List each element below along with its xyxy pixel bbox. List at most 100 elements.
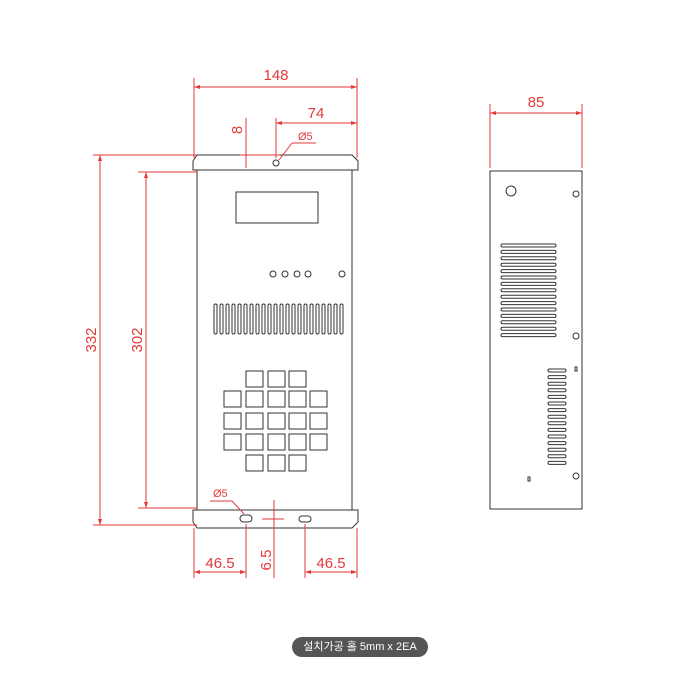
side-dimensions: 85 xyxy=(489,94,583,168)
led-2 xyxy=(281,270,289,278)
side-vent-slot xyxy=(500,281,557,286)
side-hole-bottom xyxy=(572,472,580,480)
speaker-slot xyxy=(237,303,242,335)
side-vent-slot xyxy=(547,454,567,459)
side-vent-slot xyxy=(500,301,557,306)
speaker-slot xyxy=(333,303,338,335)
side-vent-slot xyxy=(500,243,557,248)
side-vent-slot xyxy=(500,333,557,338)
side-vent-slot xyxy=(500,313,557,318)
bottom-mount-slot-left xyxy=(239,514,253,523)
dim-hole-bottom: Ø5 xyxy=(213,488,228,500)
side-vent-slot xyxy=(547,381,567,386)
dim-height-total: 332 xyxy=(83,327,100,352)
side-body-outline xyxy=(489,170,583,510)
speaker-slot xyxy=(225,303,230,335)
side-vent-slot xyxy=(547,427,567,432)
side-large-hole xyxy=(505,185,517,197)
led-1 xyxy=(269,270,277,278)
speaker-slot xyxy=(291,303,296,335)
side-vent-slot xyxy=(547,368,567,373)
side-vent-slot xyxy=(500,256,557,261)
caption-badge: 설치가공 홀 5mm x 2EA xyxy=(292,637,428,657)
dim-top-offset: 8 xyxy=(229,126,246,134)
side-vent-slot xyxy=(500,320,557,325)
keypad-key xyxy=(288,412,307,430)
keypad-key xyxy=(288,390,307,408)
speaker-grille xyxy=(213,303,344,335)
dim-bottom-left: 46.5 xyxy=(205,555,234,572)
side-vent-slot xyxy=(547,414,567,419)
side-vent-slot xyxy=(500,262,557,267)
speaker-slot xyxy=(273,303,278,335)
side-vent-slot xyxy=(547,460,567,465)
speaker-slot xyxy=(321,303,326,335)
side-vent-slot xyxy=(547,375,567,380)
speaker-slot xyxy=(297,303,302,335)
keypad-key xyxy=(309,412,328,430)
side-vent-slot xyxy=(547,388,567,393)
keypad-key xyxy=(223,433,242,451)
speaker-slot xyxy=(261,303,266,335)
side-vent-slot xyxy=(500,269,557,274)
side-vent-slot xyxy=(500,326,557,331)
front-view xyxy=(192,154,359,529)
dim-hole-top: Ø5 xyxy=(298,131,313,143)
side-mark-2 xyxy=(527,476,531,482)
keypad-key xyxy=(223,412,242,430)
front-dimensions: 148 74 8 Ø5 332 302 Ø5 xyxy=(83,67,358,578)
side-hole-top xyxy=(572,190,580,198)
side-vent-slot xyxy=(500,294,557,299)
keypad-key xyxy=(267,454,286,472)
bottom-mount-slot-right xyxy=(298,515,312,523)
keypad-key xyxy=(267,390,286,408)
speaker-slot xyxy=(255,303,260,335)
side-vent-slot xyxy=(547,447,567,452)
keypad-key xyxy=(245,370,264,388)
keypad-key xyxy=(309,433,328,451)
side-vent-slot xyxy=(547,441,567,446)
keypad-key xyxy=(309,390,328,408)
side-vent-slot xyxy=(500,249,557,254)
side-mark-1 xyxy=(574,366,578,372)
keypad-key xyxy=(267,433,286,451)
speaker-slot xyxy=(309,303,314,335)
keypad-key xyxy=(288,454,307,472)
display-window xyxy=(235,191,319,224)
side-view xyxy=(489,170,583,510)
keypad-key xyxy=(288,370,307,388)
dim-bottom-gap: 6.5 xyxy=(258,550,275,571)
keypad xyxy=(223,370,328,472)
speaker-slot xyxy=(285,303,290,335)
keypad-key xyxy=(245,412,264,430)
dim-width-half: 74 xyxy=(308,105,325,122)
side-vent-slot xyxy=(547,401,567,406)
side-vent-lower xyxy=(547,368,567,465)
dim-bottom-right: 46.5 xyxy=(316,555,345,572)
keypad-key xyxy=(267,412,286,430)
side-vent-slot xyxy=(547,408,567,413)
speaker-slot xyxy=(315,303,320,335)
keypad-key xyxy=(245,454,264,472)
side-vent-upper xyxy=(500,243,557,338)
keypad-key xyxy=(267,370,286,388)
dim-width-total: 148 xyxy=(263,67,288,84)
dim-height-inner: 302 xyxy=(129,327,146,352)
speaker-slot xyxy=(219,303,224,335)
speaker-slot xyxy=(213,303,218,335)
front-body-outline xyxy=(192,154,359,529)
speaker-slot xyxy=(243,303,248,335)
side-vent-slot xyxy=(547,394,567,399)
side-vent-slot xyxy=(547,421,567,426)
speaker-slot xyxy=(231,303,236,335)
top-mount-hole xyxy=(272,159,280,167)
led-3 xyxy=(293,270,301,278)
speaker-slot xyxy=(327,303,332,335)
keypad-key xyxy=(223,390,242,408)
speaker-slot xyxy=(267,303,272,335)
side-vent-slot xyxy=(547,434,567,439)
keypad-key xyxy=(245,433,264,451)
speaker-slot xyxy=(339,303,344,335)
side-vent-slot xyxy=(500,288,557,293)
